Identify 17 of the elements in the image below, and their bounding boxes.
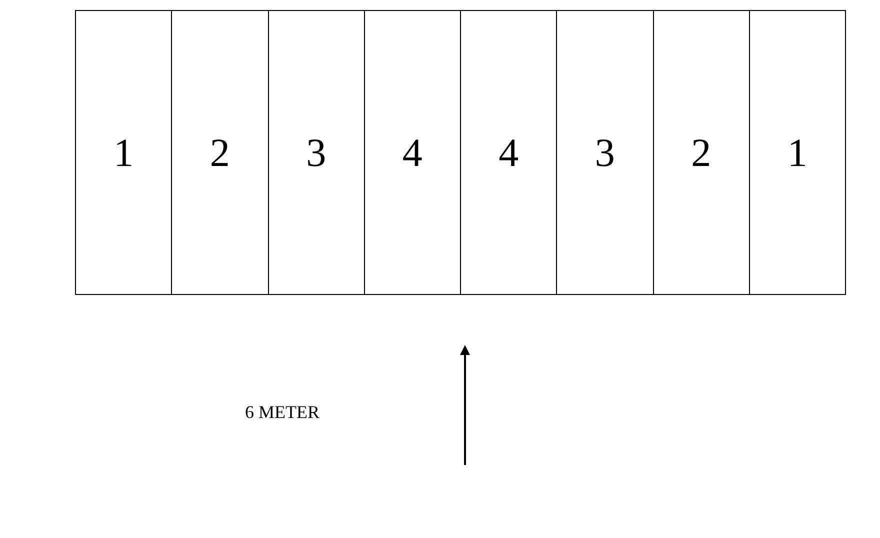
cell-number: 2 [691, 129, 712, 176]
cell-number: 3 [594, 129, 615, 176]
cell-number: 1 [787, 129, 808, 176]
cell-number: 4 [498, 129, 519, 176]
cell-box [268, 10, 365, 295]
cell-number: 2 [210, 129, 230, 176]
cell-number: 3 [306, 129, 326, 176]
cell-box [364, 10, 461, 295]
cell-box [652, 10, 750, 295]
cell-number: 4 [402, 129, 422, 176]
cell-box [75, 10, 172, 295]
distance-label: 6 METER [245, 402, 320, 423]
cell-box [748, 10, 846, 295]
cell-box [556, 10, 654, 295]
cell-number: 1 [114, 129, 134, 176]
cell-box [171, 10, 268, 295]
cell-box [460, 10, 558, 295]
